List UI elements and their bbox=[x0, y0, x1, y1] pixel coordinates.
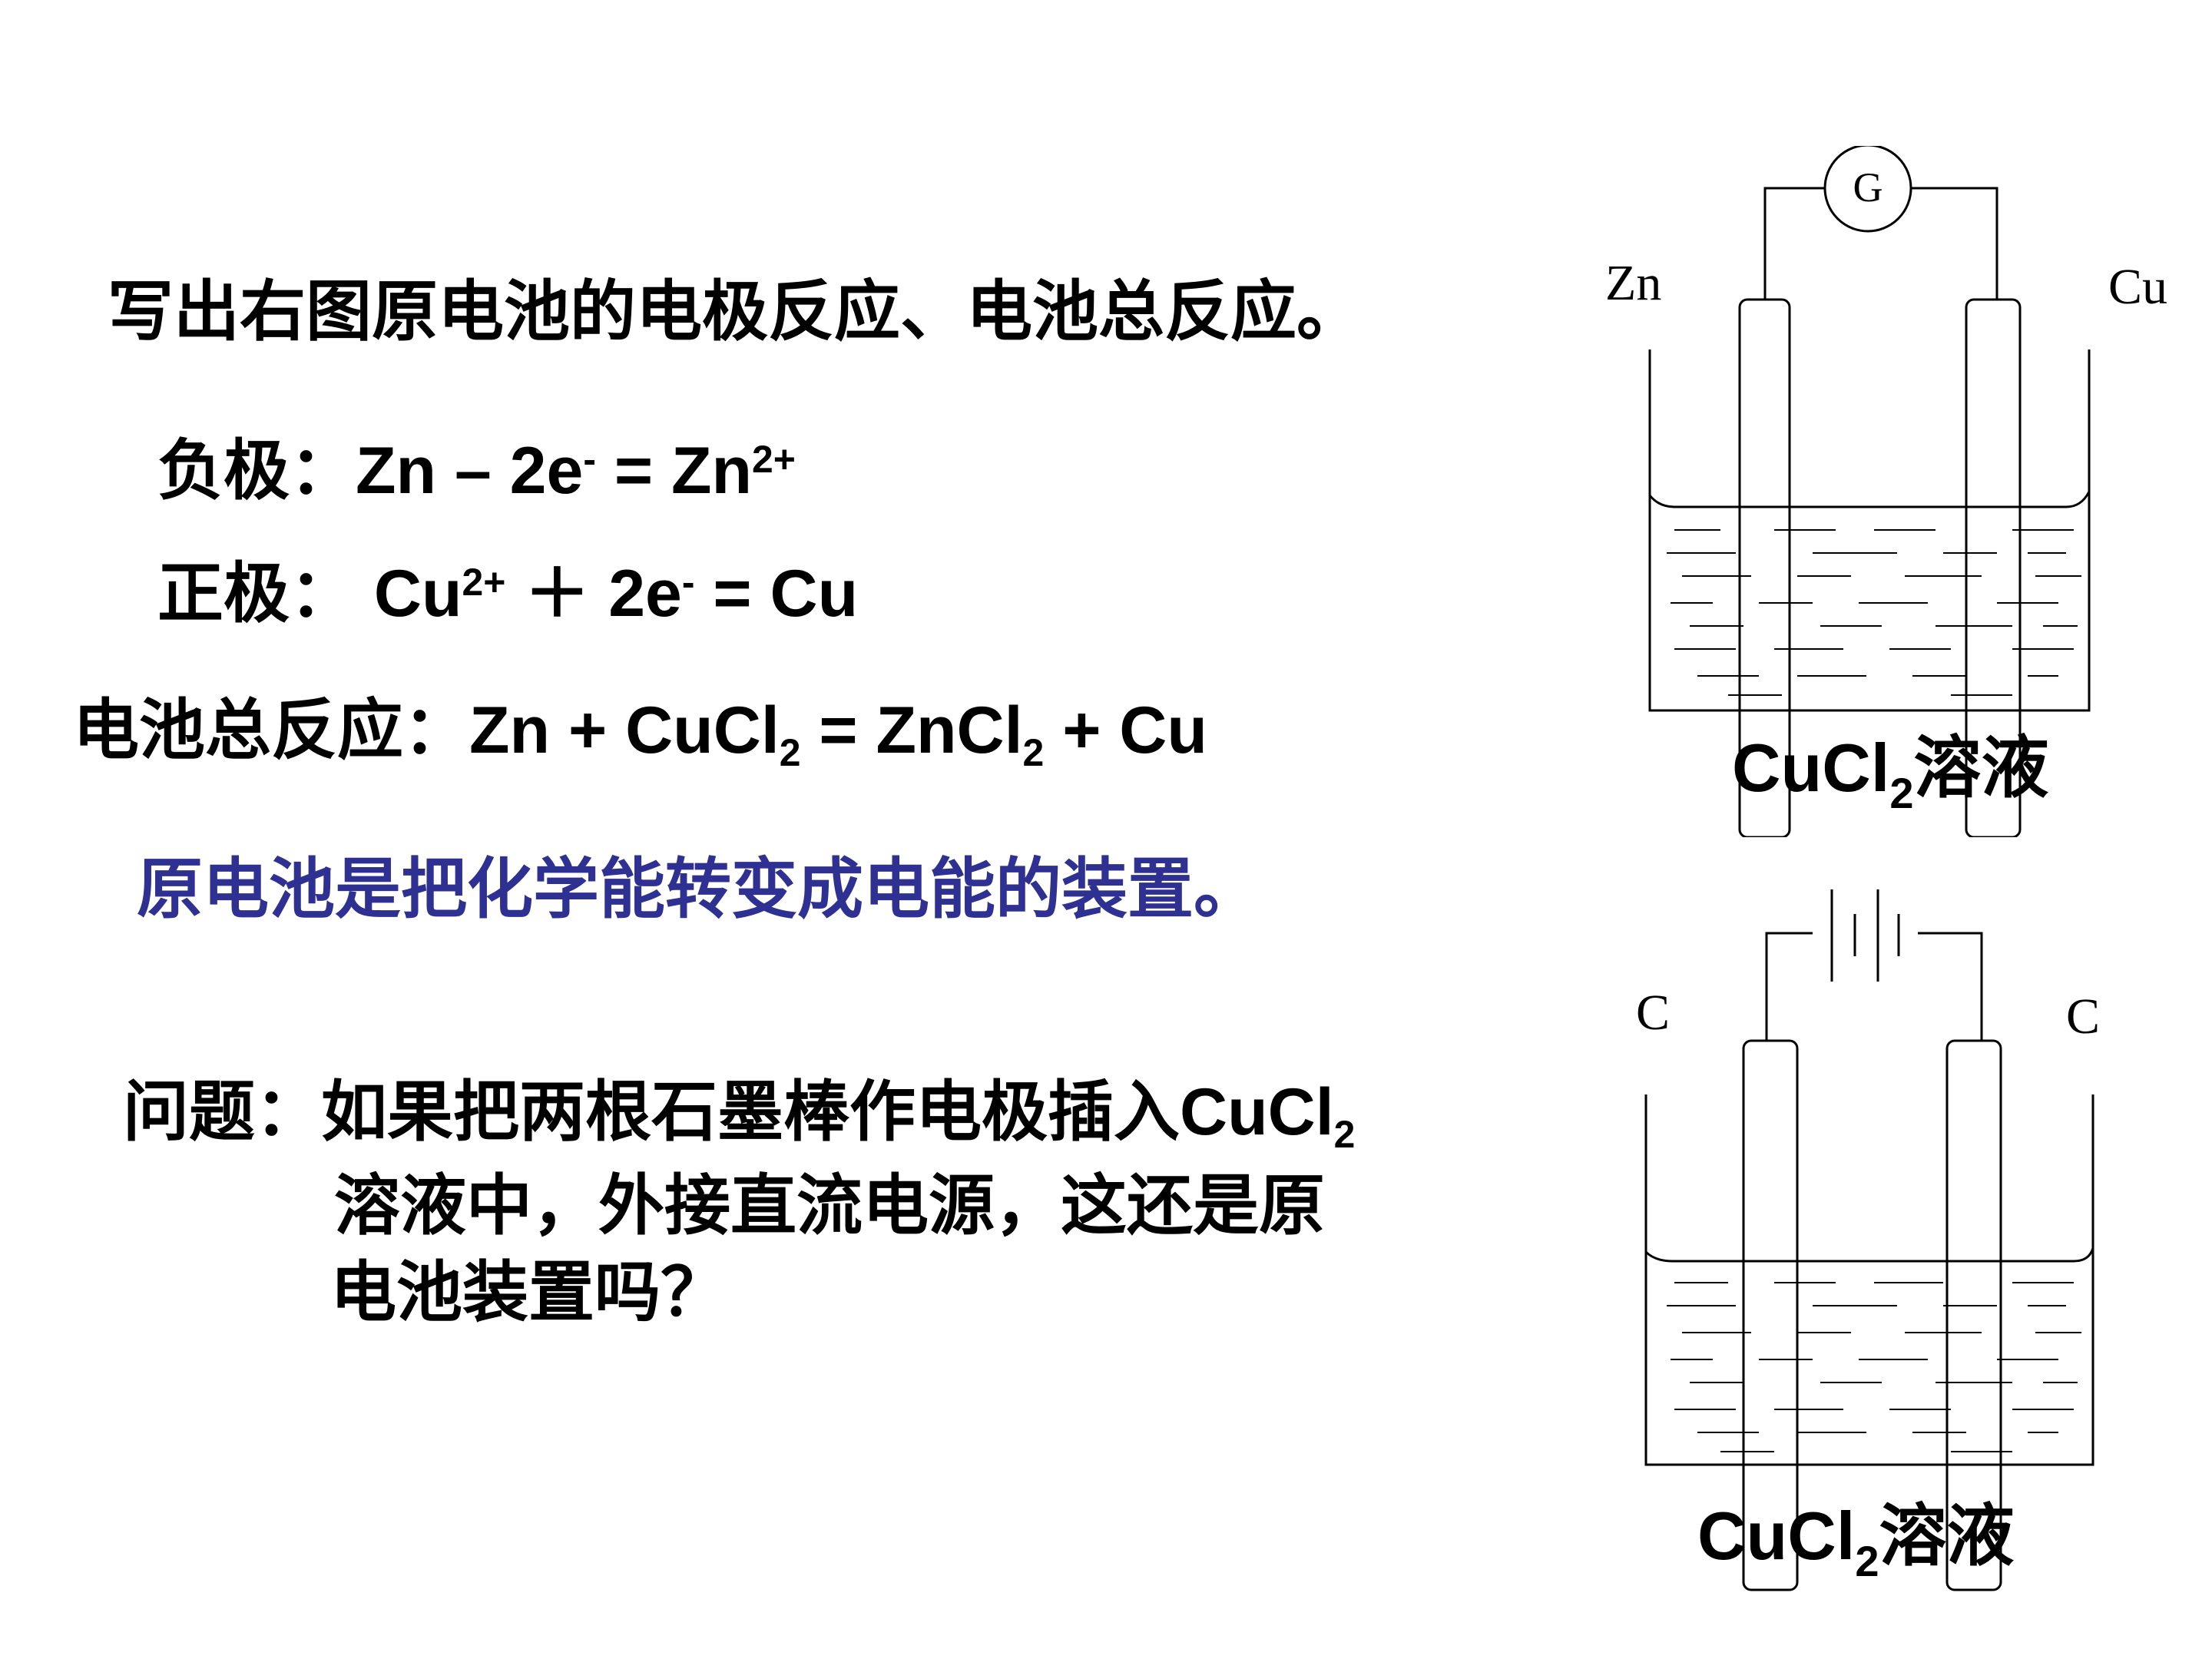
total-eq-sub-b: 2 bbox=[1022, 731, 1045, 775]
liquid-surface bbox=[1644, 1247, 2094, 1263]
positive-electrode-equation: 正极： Cu2+ ＋ 2e- = Cu bbox=[157, 560, 858, 628]
positive-eq-sup-b: - bbox=[681, 560, 695, 604]
positive-eq-sup-a: 2+ bbox=[462, 560, 506, 604]
liquid-hatching bbox=[1667, 1282, 2081, 1452]
negative-eq-part-b: = Zn bbox=[595, 434, 753, 508]
cell-caption: CuCl2溶液 bbox=[1697, 1495, 2014, 1585]
total-label: 电池总反应： bbox=[73, 691, 469, 769]
cell-caption: CuCl2溶液 bbox=[1732, 727, 2048, 817]
caption-subscript: 2 bbox=[1855, 1537, 1879, 1585]
zn-electrode bbox=[1738, 298, 1791, 837]
beaker bbox=[1644, 1094, 2094, 1466]
wire-right bbox=[1918, 932, 1983, 1041]
beaker bbox=[1648, 349, 2091, 712]
positive-eq-part-b: ＋ 2e bbox=[505, 557, 682, 631]
wire-left bbox=[1763, 187, 1825, 300]
question-text-1a: 问题：如果把两根石墨棒作电极插入 bbox=[123, 1073, 1180, 1151]
galvanic-cell-diagram: G Zn Cu CuCl2溶液 bbox=[1605, 146, 2167, 837]
caption-formula: CuCl bbox=[1697, 1498, 1855, 1574]
negative-eq-part-a: Zn – 2e bbox=[356, 434, 584, 508]
left-carbon-electrode bbox=[1742, 1039, 1799, 1591]
positive-label: 正极： bbox=[157, 555, 356, 632]
caption-subscript: 2 bbox=[1889, 769, 1913, 817]
page-title: 写出右图原电池的电极反应、电池总反应。 bbox=[108, 273, 1363, 350]
negative-eq-sup-b: 2+ bbox=[752, 437, 796, 481]
left-electrode-label: Zn bbox=[1605, 255, 1661, 311]
total-reaction-equation: 电池总反应：Zn + CuCl2 = ZnCl2 + Cu bbox=[73, 697, 1207, 773]
definition-statement: 原电池是把化学能转变成电能的装置。 bbox=[137, 850, 1260, 928]
liquid-hatching bbox=[1667, 529, 2081, 696]
electrolytic-cell-diagram: C C CuCl2溶液 bbox=[1636, 889, 2100, 1591]
total-eq-part-b: = ZnCl bbox=[800, 694, 1023, 767]
galvanometer-label: G bbox=[1853, 164, 1883, 210]
negative-eq-sup-a: - bbox=[583, 437, 596, 481]
cu-electrode bbox=[1965, 298, 2022, 837]
battery-icon bbox=[1830, 889, 1900, 982]
wire-left bbox=[1765, 932, 1813, 1041]
question-line-1: 问题：如果把两根石墨棒作电极插入CuCl2 bbox=[123, 1079, 1355, 1154]
right-electrode-label: C bbox=[2066, 988, 2100, 1045]
positive-eq-part-c: = Cu bbox=[694, 557, 859, 631]
positive-eq-part-a: Cu bbox=[356, 557, 462, 631]
caption-formula: CuCl bbox=[1732, 730, 1889, 806]
liquid-surface bbox=[1648, 491, 2091, 508]
question-text-1b: CuCl bbox=[1180, 1075, 1334, 1149]
negative-electrode-equation: 负极：Zn – 2e- = Zn2+ bbox=[157, 437, 796, 505]
total-eq-part-a: Zn + CuCl bbox=[469, 694, 780, 767]
total-eq-part-c: + Cu bbox=[1044, 694, 1207, 767]
right-electrode-label: Cu bbox=[2108, 259, 2167, 315]
question-line-3: 电池装置吗？ bbox=[330, 1253, 727, 1331]
wire-right bbox=[1911, 187, 1998, 300]
total-eq-sub-a: 2 bbox=[779, 731, 801, 775]
negative-label: 负极： bbox=[157, 432, 356, 509]
question-sub: 2 bbox=[1333, 1113, 1356, 1157]
right-carbon-electrode bbox=[1945, 1039, 2002, 1591]
caption-solution: 溶液 bbox=[1913, 727, 2048, 807]
caption-solution: 溶液 bbox=[1879, 1495, 2014, 1575]
left-electrode-label: C bbox=[1636, 985, 1670, 1041]
question-line-2: 溶液中，外接直流电源，这还是原 bbox=[334, 1167, 1325, 1244]
